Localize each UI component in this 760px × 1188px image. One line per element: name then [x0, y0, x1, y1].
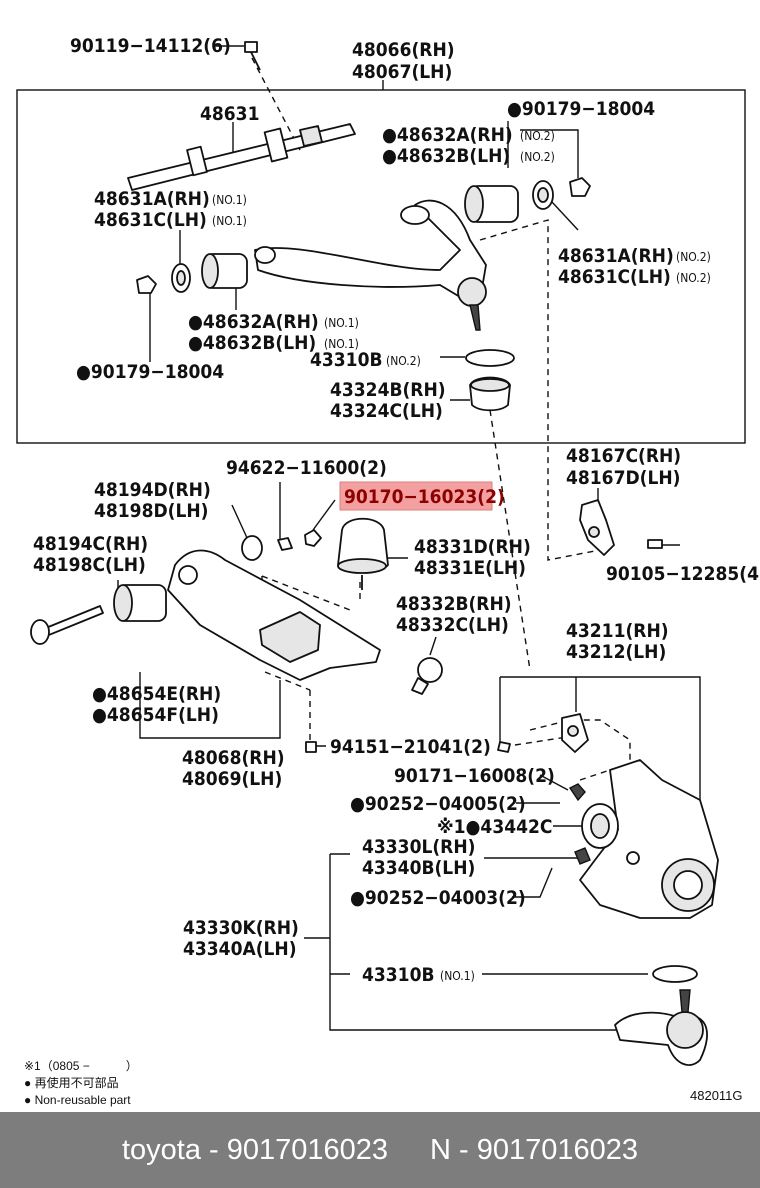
- label-48066: 48066(RH): [352, 39, 455, 61]
- label-90179-top: ●90179−18004: [507, 98, 655, 120]
- label-48632B-no2: ●48632B(LH): [382, 145, 510, 167]
- label-48332B: 48332B(RH): [396, 593, 512, 615]
- upper-ball-boot: [465, 349, 515, 412]
- legend-note-1: ※1（0805 − ）: [24, 1059, 138, 1073]
- label-43324C: 43324C(LH): [330, 400, 443, 422]
- label-48194D: 48194D(RH): [94, 479, 211, 501]
- lower-ball-joint: [614, 965, 708, 1066]
- label-48631C-no1: 48631C(LH): [94, 209, 207, 231]
- label-43211: 43211(RH): [566, 620, 669, 642]
- footer-left-text: toyota - 9017016023: [121, 1133, 389, 1166]
- label-48631A-no1: 48631A(RH): [94, 188, 210, 210]
- label-90252-04003: ●90252−04003(2): [350, 887, 526, 909]
- highlight-box: [339, 481, 493, 511]
- label-43330L: 43330L(RH): [362, 836, 475, 858]
- legend: ※1（0805 − ） ● 再使用不可部品 ● Non-reusable par…: [24, 1059, 743, 1107]
- label-43212: 43212(LH): [566, 641, 666, 663]
- label-43310B-no2: 43310B: [310, 349, 383, 371]
- lower-ball-joint-small: [411, 657, 443, 695]
- label-48654F: ●48654F(LH): [92, 704, 219, 726]
- lower-arm-bushing: [113, 584, 167, 622]
- legend-note-3: ● Non-reusable part: [24, 1093, 131, 1107]
- label-48632A-no2-suffix: (NO.2): [520, 129, 555, 143]
- label-48331D: 48331D(RH): [414, 536, 531, 558]
- label-48331E: 48331E(LH): [414, 557, 526, 579]
- label-48632B-no1: ●48632B(LH): [188, 332, 316, 354]
- label-48167C: 48167C(RH): [566, 445, 681, 467]
- label-43442C: ※1●43442C: [437, 816, 552, 838]
- label-48631C-no1-suffix: (NO.1): [212, 214, 247, 228]
- label-90252-04005: ●90252−04005(2): [350, 793, 526, 815]
- label-48632A-no2: ●48632A(RH): [382, 124, 513, 146]
- label-48632B-no2-suffix: (NO.2): [520, 150, 555, 164]
- upper-arm-bolt-shaft: [127, 123, 356, 191]
- label-90170-highlighted: 90170−16023(2): [344, 486, 505, 508]
- lower-control-arm: [167, 549, 381, 681]
- bump-stopper: [337, 517, 389, 590]
- label-48631C-no2: 48631C(LH): [558, 266, 671, 288]
- label-48069: 48069(LH): [182, 768, 282, 790]
- label-90171: 90171−16008(2): [394, 765, 555, 787]
- label-43330K: 43330K(RH): [183, 917, 299, 939]
- label-90179-left: ●90179−18004: [76, 361, 224, 383]
- label-43340B: 43340B(LH): [362, 857, 475, 879]
- label-90119: 90119−14112(6): [70, 35, 231, 57]
- label-48631A-no1-suffix: (NO.1): [212, 193, 247, 207]
- footer-right-text: N - 9017016023: [430, 1133, 639, 1166]
- label-48631C-no2-suffix: (NO.2): [676, 271, 711, 285]
- label-48632B-no1-suffix: (NO.1): [324, 337, 359, 351]
- label-48068: 48068(RH): [182, 747, 285, 769]
- footer-bar: toyota - 9017016023 N - 9017016023: [0, 1112, 760, 1188]
- label-48194C: 48194C(RH): [33, 533, 148, 555]
- label-43324B: 43324B(RH): [330, 379, 446, 401]
- label-43340A: 43340A(LH): [183, 938, 297, 960]
- steering-knuckle: [561, 713, 719, 919]
- stabilizer-bracket: [579, 499, 663, 556]
- label-48332C: 48332C(LH): [396, 614, 509, 636]
- upper-arm-group-frame: [16, 89, 746, 444]
- label-48632A-no1-suffix: (NO.1): [324, 316, 359, 330]
- label-48198C: 48198C(LH): [33, 554, 146, 576]
- label-48631A-no2: 48631A(RH): [558, 245, 674, 267]
- label-94622: 94622−11600(2): [226, 457, 387, 479]
- dust-deflector: [305, 741, 619, 865]
- upper-control-arm: [254, 199, 487, 331]
- label-48631: 48631: [200, 103, 259, 125]
- label-90105: 90105−12285(4): [606, 563, 760, 585]
- part-labels: 90119−14112(6) 48066(RH) 48067(LH) 48631…: [33, 35, 760, 986]
- figure-id: 482011G: [690, 1088, 743, 1103]
- bushing-rear: [464, 177, 591, 223]
- label-43310B-no1: 43310B: [362, 964, 435, 986]
- label-48067: 48067(LH): [352, 61, 452, 83]
- top-bolt: [244, 41, 261, 71]
- label-48198D: 48198D(LH): [94, 500, 208, 522]
- cam-bolt: [30, 529, 322, 645]
- bushing-front: [136, 253, 248, 294]
- label-94151: 94151−21041(2): [330, 736, 491, 758]
- label-43310B-no2-suffix: (NO.2): [386, 354, 421, 368]
- label-48631A-no2-suffix: (NO.2): [676, 250, 711, 264]
- legend-note-2: ● 再使用不可部品: [24, 1075, 119, 1090]
- label-48632A-no1: ●48632A(RH): [188, 311, 319, 333]
- parts-diagram: 90119−14112(6) 48066(RH) 48067(LH) 48631…: [16, 35, 760, 1107]
- label-48654E: ●48654E(RH): [92, 683, 221, 705]
- label-43310B-no1-suffix: (NO.1): [440, 969, 475, 983]
- leader-lines: [117, 45, 701, 1031]
- label-48167D: 48167D(LH): [566, 467, 680, 489]
